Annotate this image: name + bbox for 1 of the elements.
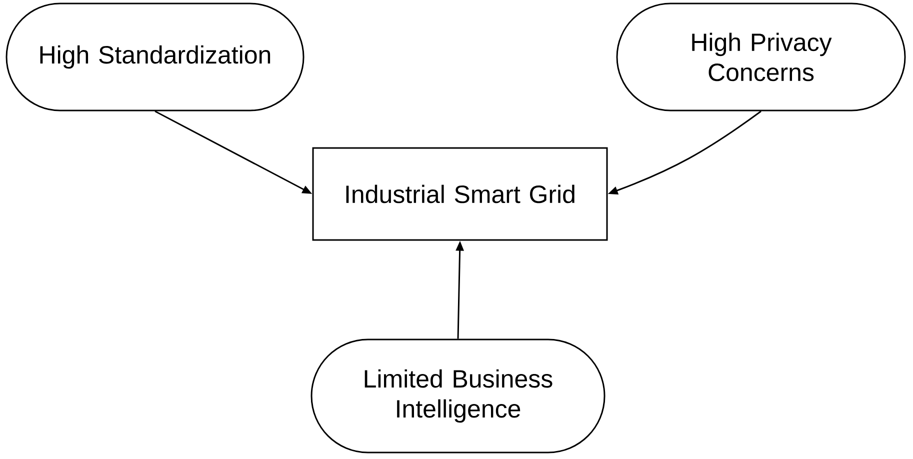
process-box: Industrial Smart Grid <box>312 147 608 241</box>
